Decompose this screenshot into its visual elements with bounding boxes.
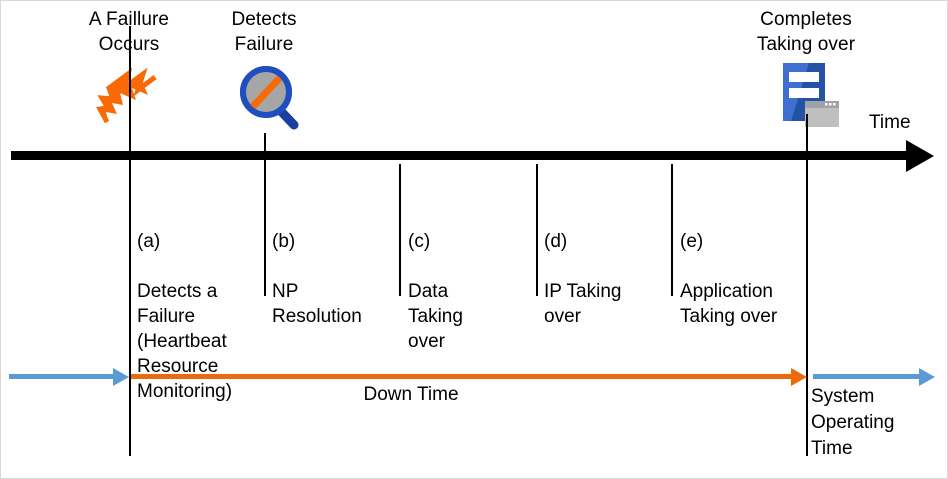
tick-ip-takeover bbox=[536, 164, 538, 296]
phase-a-key: (a) bbox=[137, 231, 161, 252]
lightning-bolt-icon bbox=[93, 63, 167, 133]
span-arrowhead-pre-failure bbox=[113, 368, 129, 386]
phase-c-text: Data Taking over bbox=[408, 281, 463, 352]
span-bar-down-time bbox=[131, 374, 791, 379]
phase-a: (a) Detects a Failure (Heartbeat Resourc… bbox=[137, 204, 257, 404]
server-icon bbox=[779, 61, 843, 133]
tick-completes-takeover bbox=[806, 114, 808, 456]
phase-c: (c) Data Taking over bbox=[408, 204, 534, 354]
span-bar-system-operating bbox=[813, 374, 919, 379]
magnifying-glass-icon bbox=[239, 63, 305, 133]
phase-e: (e) Application Taking over bbox=[680, 204, 820, 329]
tick-detects-failure bbox=[264, 133, 266, 296]
event-label-completes-takeover: Completes Taking over bbox=[756, 9, 856, 55]
event-label-detects-failure: Detects Failure bbox=[231, 9, 297, 55]
tick-application-takeover bbox=[671, 164, 673, 296]
phase-b-key: (b) bbox=[272, 231, 296, 252]
tick-failure-occurs bbox=[129, 26, 131, 456]
span-arrowhead-down-time bbox=[791, 368, 807, 386]
span-label-down-time: Down Time bbox=[363, 384, 459, 405]
tick-data-takeover bbox=[399, 164, 401, 296]
phase-a-text: Detects a Failure (Heartbeat Resource Mo… bbox=[137, 281, 233, 402]
time-axis-label: Time bbox=[869, 112, 911, 133]
phase-e-text: Application Taking over bbox=[680, 281, 778, 327]
phase-d-text: IP Taking over bbox=[544, 281, 622, 327]
phase-c-key: (c) bbox=[408, 231, 431, 252]
phase-d-key: (d) bbox=[544, 231, 568, 252]
phase-b: (b) NP Resolution bbox=[272, 204, 398, 329]
event-label-failure-occurs: A Faillure Occurs bbox=[88, 9, 170, 55]
phase-d: (d) IP Taking over bbox=[544, 204, 670, 329]
phase-e-key: (e) bbox=[680, 231, 704, 252]
span-bar-pre-failure bbox=[9, 374, 113, 379]
phase-b-text: NP Resolution bbox=[272, 281, 362, 327]
span-arrowhead-system-operating bbox=[919, 368, 935, 386]
time-axis-line bbox=[11, 151, 919, 160]
time-axis-arrowhead bbox=[906, 140, 934, 172]
span-label-system-operating-time: System Operating Time bbox=[811, 386, 895, 459]
